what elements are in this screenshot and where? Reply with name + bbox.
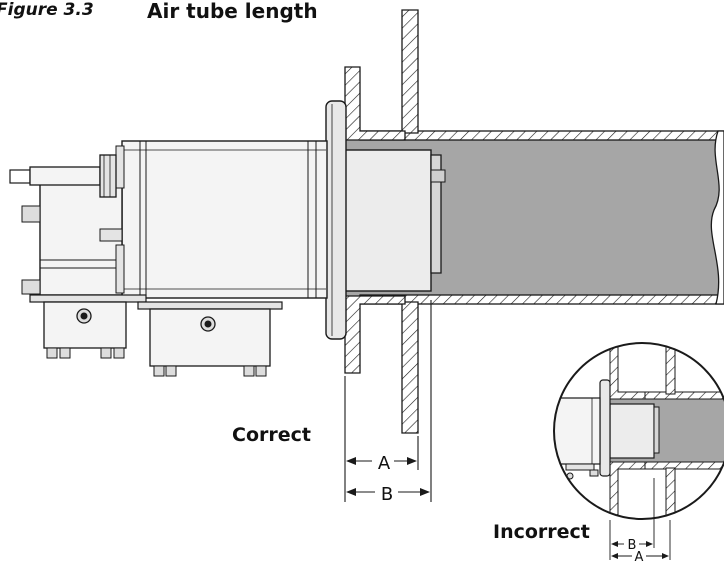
dimension-lines-incorrect [609,478,671,560]
dimension-lines-correct [344,300,432,502]
inset-dimension-label-a: A [635,550,644,562]
flange [325,100,347,340]
label-correct: Correct [232,424,311,446]
base-right [137,301,283,377]
dimension-label-a: A [378,453,391,474]
wall-plate [401,9,419,434]
figure-title: Air tube length [147,0,318,23]
inset-dimension-label-b: B [628,538,637,553]
burner-body [121,140,328,299]
igniter-rod [9,154,117,198]
main-drawing [9,9,724,434]
blast-tube [344,149,446,292]
incorrect-inset [553,342,724,520]
base-left [29,294,147,359]
label-incorrect: Incorrect [493,521,590,543]
pump-block [21,145,125,296]
dimension-label-b: B [381,484,393,505]
figure-number: Figure 3.3 [0,0,94,20]
